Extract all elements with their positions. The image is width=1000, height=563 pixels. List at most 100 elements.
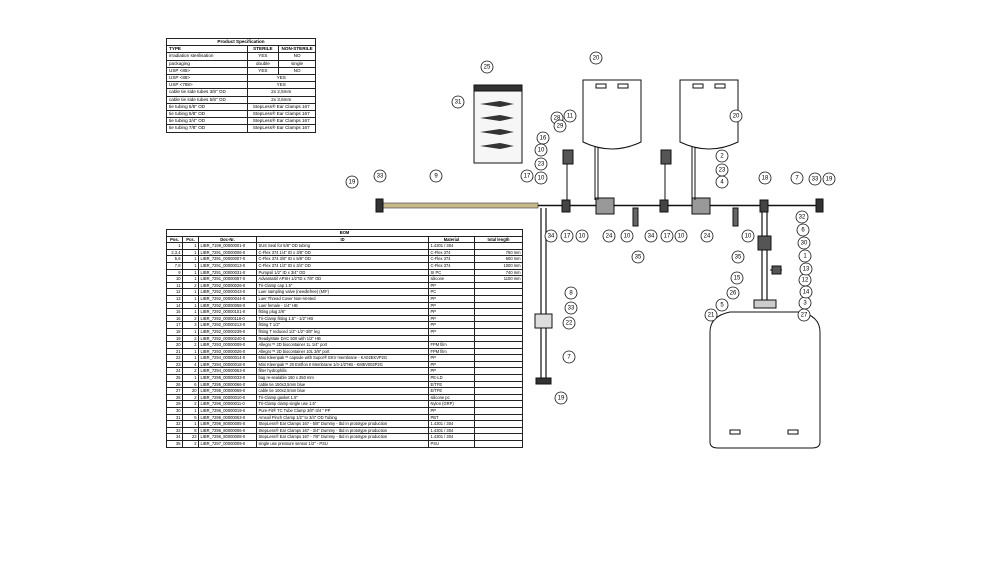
callout-21: 21 [704,308,718,322]
spec-cell-value: StepLess® Ear Clamps 167 [246,124,317,133]
spec-cell-non-sterile: NO [278,66,316,76]
callout-17c: 17 [660,229,674,243]
callout-number: 9 [434,174,438,180]
callout-bubble [644,229,658,243]
callout-number: 7 [795,176,799,182]
callout-7a: 7 [790,171,804,185]
callout-10d: 10 [620,229,634,243]
spec-cell-type: irradiation sterilisation [166,52,248,61]
end-connector-left [375,198,384,213]
callout-2: 2 [715,149,729,163]
callout-23b: 23 [715,163,729,177]
callout-number: 10 [538,176,545,182]
callout-number: 1 [803,254,807,260]
callout-number: 10 [745,234,752,240]
callout-number: 7 [567,355,571,361]
callout-number: 2 [720,154,724,160]
callout-13: 13 [799,262,813,276]
callout-bubble [631,250,645,264]
sensor-35a [632,207,639,227]
callout-bubble [563,109,577,123]
callout-8: 8 [564,286,578,300]
callout-33b: 33 [808,172,822,186]
callout-6: 6 [796,223,810,237]
callout-34a: 34 [544,229,558,243]
callout-number: 20 [733,114,740,120]
callout-bubble [553,119,567,133]
callout-number: 25 [484,65,491,71]
callout-bubble [795,210,809,224]
callout-33c: 33 [564,301,578,315]
callout-bubble [429,169,443,183]
callout-number: 33 [568,306,575,312]
sensor-35b [732,207,739,227]
callout-bubble [480,60,494,74]
spec-cell-value: YES [246,74,317,83]
callout-9: 9 [429,169,443,183]
spec-cell-value: StepLess® Ear Clamps 167 [246,102,317,112]
callout-number: 20 [593,56,600,62]
callout-number: 17 [564,234,571,240]
callout-number: 5 [720,303,724,309]
callout-16: 16 [536,131,550,145]
callout-bubble [564,286,578,300]
callout-bubble [808,172,822,186]
spec-cell-value: 2x 2,5mm [246,88,317,97]
callout-bubble [560,229,574,243]
biocontainer-10l [709,311,821,449]
callout-bubble [660,229,674,243]
callout-number: 22 [566,321,573,327]
callout-number: 15 [734,276,741,282]
callout-number: 30 [801,241,808,247]
callout-bubble [741,229,755,243]
callout-bubble [796,223,810,237]
vent-filter-left [562,149,574,165]
callout-17b: 17 [560,229,574,243]
callout-number: 10 [538,148,545,154]
callout-bubble [700,229,714,243]
callout-bubble [575,229,589,243]
callout-20a: 20 [589,51,603,65]
spec-cell-value: StepLess® Ear Clamps 167 [246,117,317,126]
resealable-bag [473,84,523,164]
callout-number: 23 [719,168,726,174]
callout-35b: 35 [731,250,745,264]
callout-5: 5 [715,298,729,312]
callout-number: 10 [624,234,631,240]
callout-bubble [562,316,576,330]
callout-number: 16 [540,136,547,142]
product-specification-table: Product Specification TYPE STERILE NON-S… [166,37,317,133]
callout-number: 26 [730,291,737,297]
spec-cell-value: StepLess® Ear Clamps 167 [246,110,317,119]
callout-number: 34 [648,234,655,240]
spec-header-non-sterile: NON-STERILE [278,45,316,54]
callout-number: 4 [720,180,724,186]
callout-31: 31 [451,95,465,109]
callout-number: 31 [455,100,462,106]
callout-14: 14 [799,285,813,299]
callout-bubble [797,308,811,322]
callout-bubble [520,169,534,183]
bom-cell-total-length [473,440,524,448]
main-tube-pumpsil [382,202,539,209]
spec-cell-value: 2x 3,6mm [246,95,317,104]
bom-table: BOM Pos. Pcs. Doc-Nr. ID Material total … [165,229,524,448]
callout-number: 35 [635,255,642,261]
callout-30: 30 [797,236,811,250]
callout-number: 13 [803,267,810,273]
callout-bubble [730,271,744,285]
callout-bubble [758,171,772,185]
callout-number: 8 [569,291,573,297]
callout-number: 28 [554,116,561,122]
callout-number: 17 [524,174,531,180]
callout-bubble [797,236,811,250]
callout-12: 12 [798,273,812,287]
callout-bubble [602,229,616,243]
callout-bubble [798,249,812,263]
callout-bubble [345,175,359,189]
callout-bubble [822,172,836,186]
callout-4: 4 [715,175,729,189]
callout-23a: 23 [534,157,548,171]
